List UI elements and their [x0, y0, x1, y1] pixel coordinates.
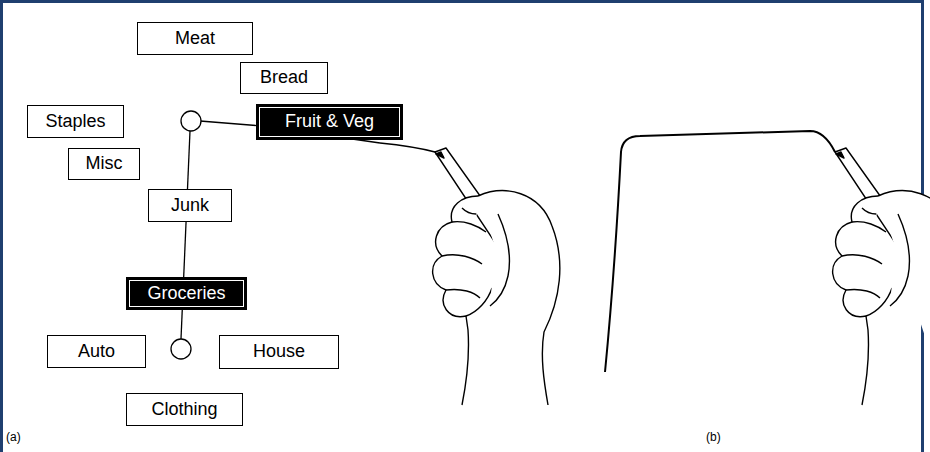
- selected-menu-item: Fruit & Veg: [256, 104, 403, 140]
- gesture-mark: [605, 131, 835, 372]
- menu-item: Staples: [27, 105, 124, 138]
- menu-item: Meat: [137, 22, 253, 55]
- menu-label: House: [253, 342, 305, 362]
- menu-label: Clothing: [151, 400, 217, 420]
- menu-label: Auto: [78, 342, 115, 362]
- menu-label: Meat: [175, 29, 215, 49]
- menu-item: Auto: [47, 335, 146, 368]
- selected-menu-item: Groceries: [126, 277, 247, 310]
- menu-label: Bread: [260, 68, 308, 88]
- menu-label: Junk: [171, 196, 209, 216]
- hand-with-pen: [433, 148, 560, 405]
- menu-item: Bread: [240, 62, 328, 94]
- menu-center: [181, 111, 201, 131]
- panel-label: (b): [706, 430, 721, 444]
- panel-label: (a): [6, 430, 21, 444]
- menu-center: [171, 339, 191, 359]
- menu-label: Staples: [45, 112, 105, 132]
- menu-item: Misc: [68, 148, 140, 180]
- menu-item: Clothing: [126, 393, 243, 426]
- menu-label: Groceries: [147, 284, 225, 304]
- menu-label: Misc: [86, 154, 123, 174]
- menu-item: Junk: [148, 189, 232, 222]
- menu-label: Fruit & Veg: [285, 112, 374, 132]
- menu-item: House: [219, 335, 339, 369]
